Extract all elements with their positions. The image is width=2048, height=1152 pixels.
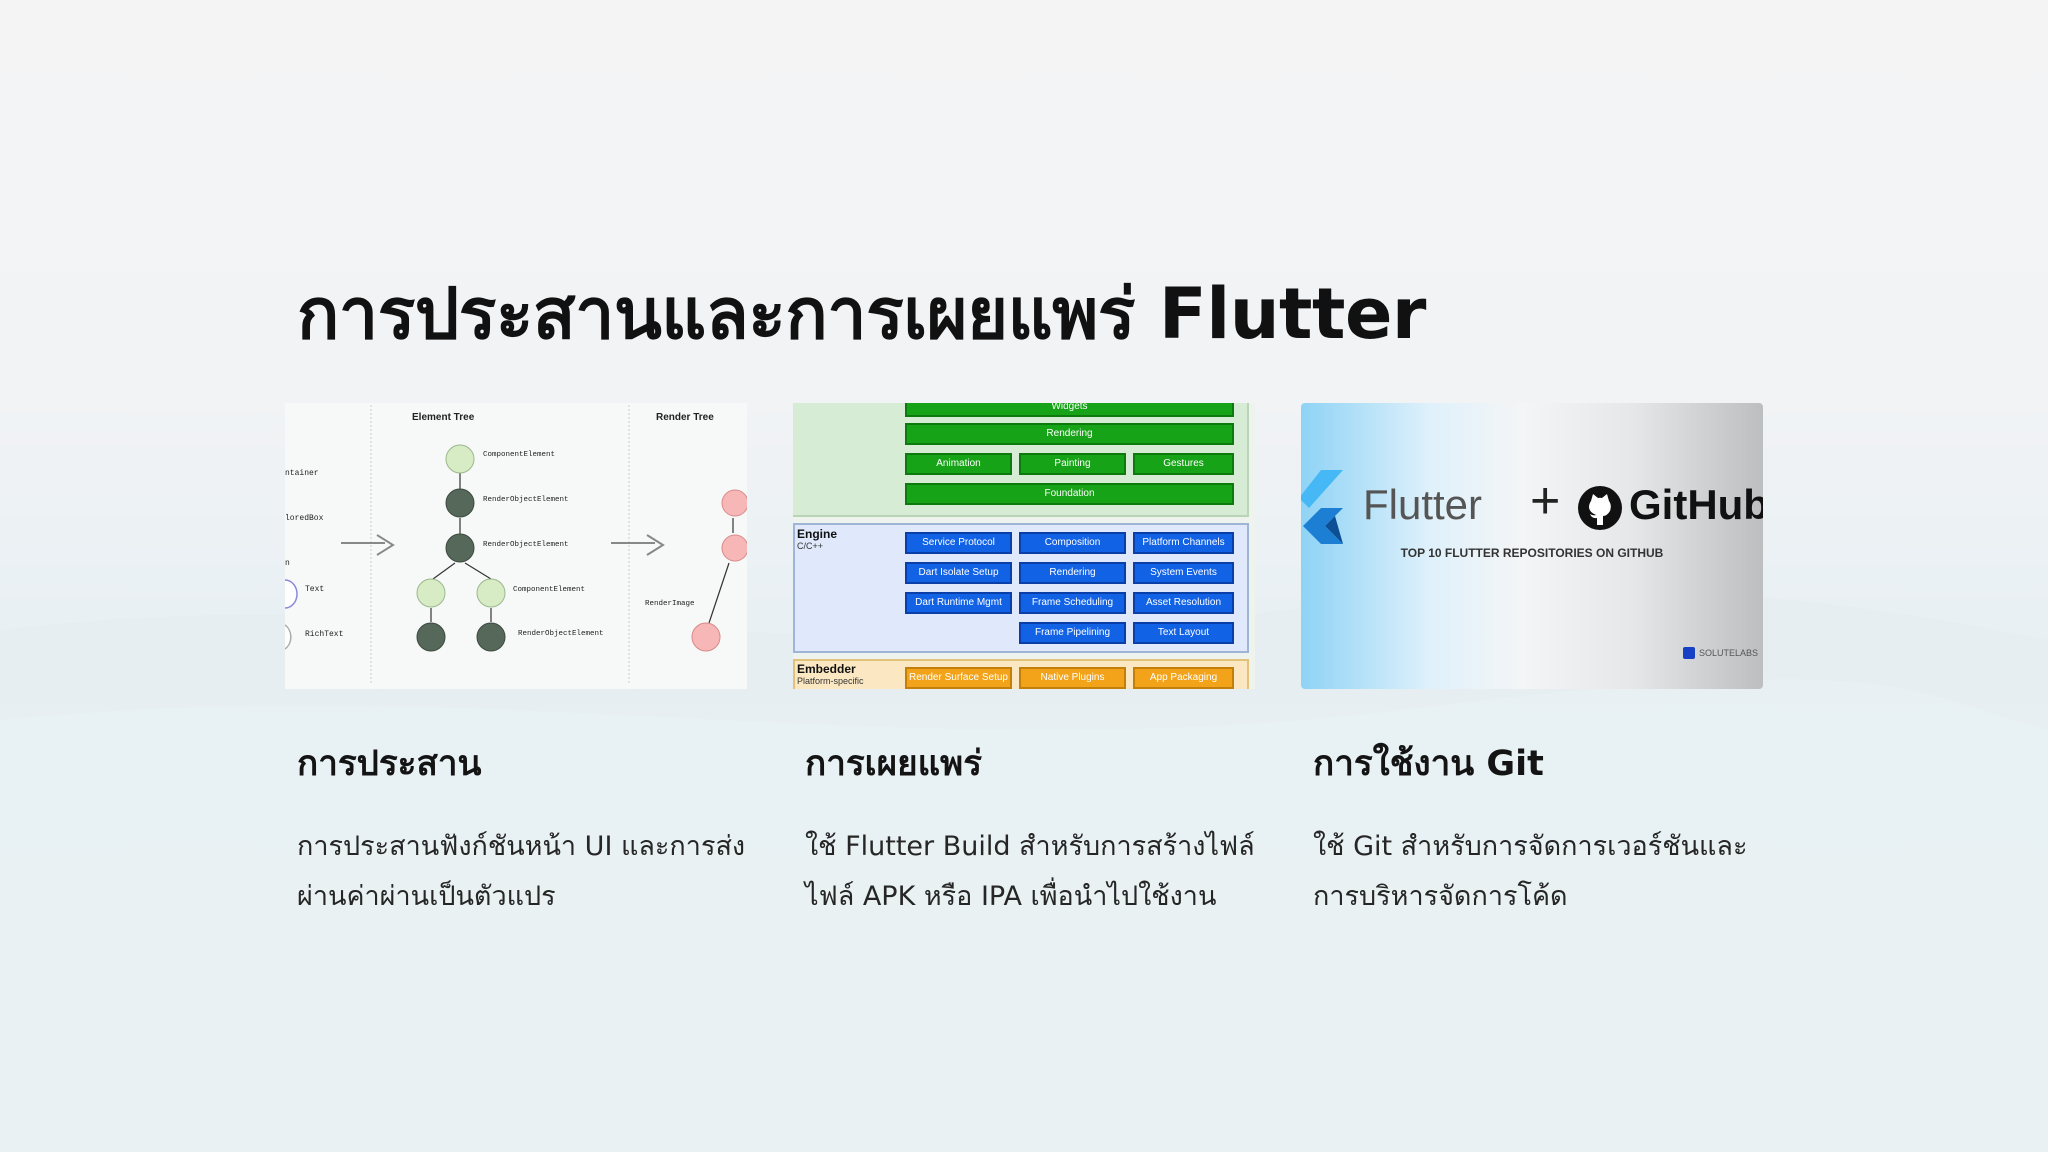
flutter-architecture-diagram: Widgets Rendering Animation Painting Ges… <box>793 403 1255 689</box>
tree-node <box>416 622 446 652</box>
plus-sign: + <box>1530 472 1561 530</box>
framework-block: Rendering <box>905 423 1234 445</box>
arrow-right-icon <box>611 534 665 556</box>
engine-block: Frame Pipelining <box>1019 622 1126 644</box>
engine-subtitle: C/C++ <box>797 541 824 551</box>
slide-title: การประสานและการเผยแพร่ Flutter <box>297 273 1426 355</box>
engine-block: Asset Resolution <box>1133 592 1234 614</box>
element-tree-diagram: Element Tree Render Tree ntainer loredBo… <box>285 403 747 689</box>
framework-block: Gestures <box>1133 453 1234 475</box>
engine-block: Text Layout <box>1133 622 1234 644</box>
tree-node <box>445 444 475 474</box>
engine-block: Composition <box>1019 532 1126 554</box>
engine-block: Rendering <box>1019 562 1126 584</box>
framework-block: Animation <box>905 453 1012 475</box>
tree-node <box>445 488 475 518</box>
brand-name: SOLUTELABS <box>1699 648 1759 658</box>
engine-block: Platform Channels <box>1133 532 1234 554</box>
tree-node <box>476 578 506 608</box>
arrow-right-icon <box>341 534 395 556</box>
engine-title: Engine <box>797 527 838 541</box>
flutter-github-banner: Flutter + GitHub TOP 10 FLUTTER REPOSITO… <box>1301 403 1763 689</box>
tree-node <box>476 622 506 652</box>
element-tree-label: Element Tree <box>412 412 475 423</box>
flutter-logo-icon <box>1301 470 1343 544</box>
engine-block: System Events <box>1133 562 1234 584</box>
framework-block: Foundation <box>905 483 1234 505</box>
card-heading-deployment: การเผยแพร่ <box>805 744 983 784</box>
engine-block: Dart Isolate Setup <box>905 562 1012 584</box>
render-tree-label: Render Tree <box>656 412 714 423</box>
tree-node <box>416 578 446 608</box>
card-body-integration: การประสานฟังก์ชันหน้า UI และการส่งผ่านค่… <box>297 831 746 912</box>
widget-label: RichText <box>305 630 344 639</box>
widget-label: ntainer <box>285 469 319 478</box>
tree-node <box>445 533 475 563</box>
element-label: RenderObjectElement <box>483 496 569 504</box>
element-label: RenderObjectElement <box>483 541 569 549</box>
embedder-block: Native Plugins <box>1019 667 1126 689</box>
engine-block: Frame Scheduling <box>1019 592 1126 614</box>
card-body-deployment: ใช้ Flutter Build สำหรับการสร้างไฟล์ไฟล์… <box>805 831 1255 912</box>
engine-block: Dart Runtime Mgmt <box>905 592 1012 614</box>
element-label: ComponentElement <box>513 586 586 594</box>
banner-subtitle: TOP 10 FLUTTER REPOSITORIES ON GITHUB <box>1400 546 1664 560</box>
widget-label: loredBox <box>285 514 324 523</box>
element-label: ComponentElement <box>483 451 556 459</box>
github-word: GitHub <box>1629 481 1763 528</box>
embedder-block: App Packaging <box>1133 667 1234 689</box>
github-octocat-icon <box>1578 486 1622 530</box>
widget-labels: ntainer loredBox n <box>285 451 323 586</box>
embedder-title: Embedder <box>797 662 856 676</box>
render-node <box>721 534 747 562</box>
embedder-subtitle: Platform-specific <box>797 676 864 686</box>
framework-block: Widgets <box>905 403 1234 417</box>
engine-block: Service Protocol <box>905 532 1012 554</box>
embedder-block: Render Surface Setup <box>905 667 1012 689</box>
render-node <box>721 489 747 517</box>
flutter-word: Flutter <box>1363 481 1483 528</box>
card-body-git: ใช้ Git สำหรับการจัดการเวอร์ชันและการบริ… <box>1313 831 1748 912</box>
solutelabs-logo-icon <box>1683 647 1695 659</box>
widget-label: n <box>285 559 290 568</box>
card-heading-integration: การประสาน <box>297 744 482 784</box>
render-label: RenderImage <box>645 600 695 608</box>
element-label: RenderObjectElement <box>518 630 604 638</box>
widget-label: Text <box>305 585 325 594</box>
render-node <box>691 622 721 652</box>
card-heading-git: การใช้งาน Git <box>1313 744 1544 784</box>
framework-block: Painting <box>1019 453 1126 475</box>
